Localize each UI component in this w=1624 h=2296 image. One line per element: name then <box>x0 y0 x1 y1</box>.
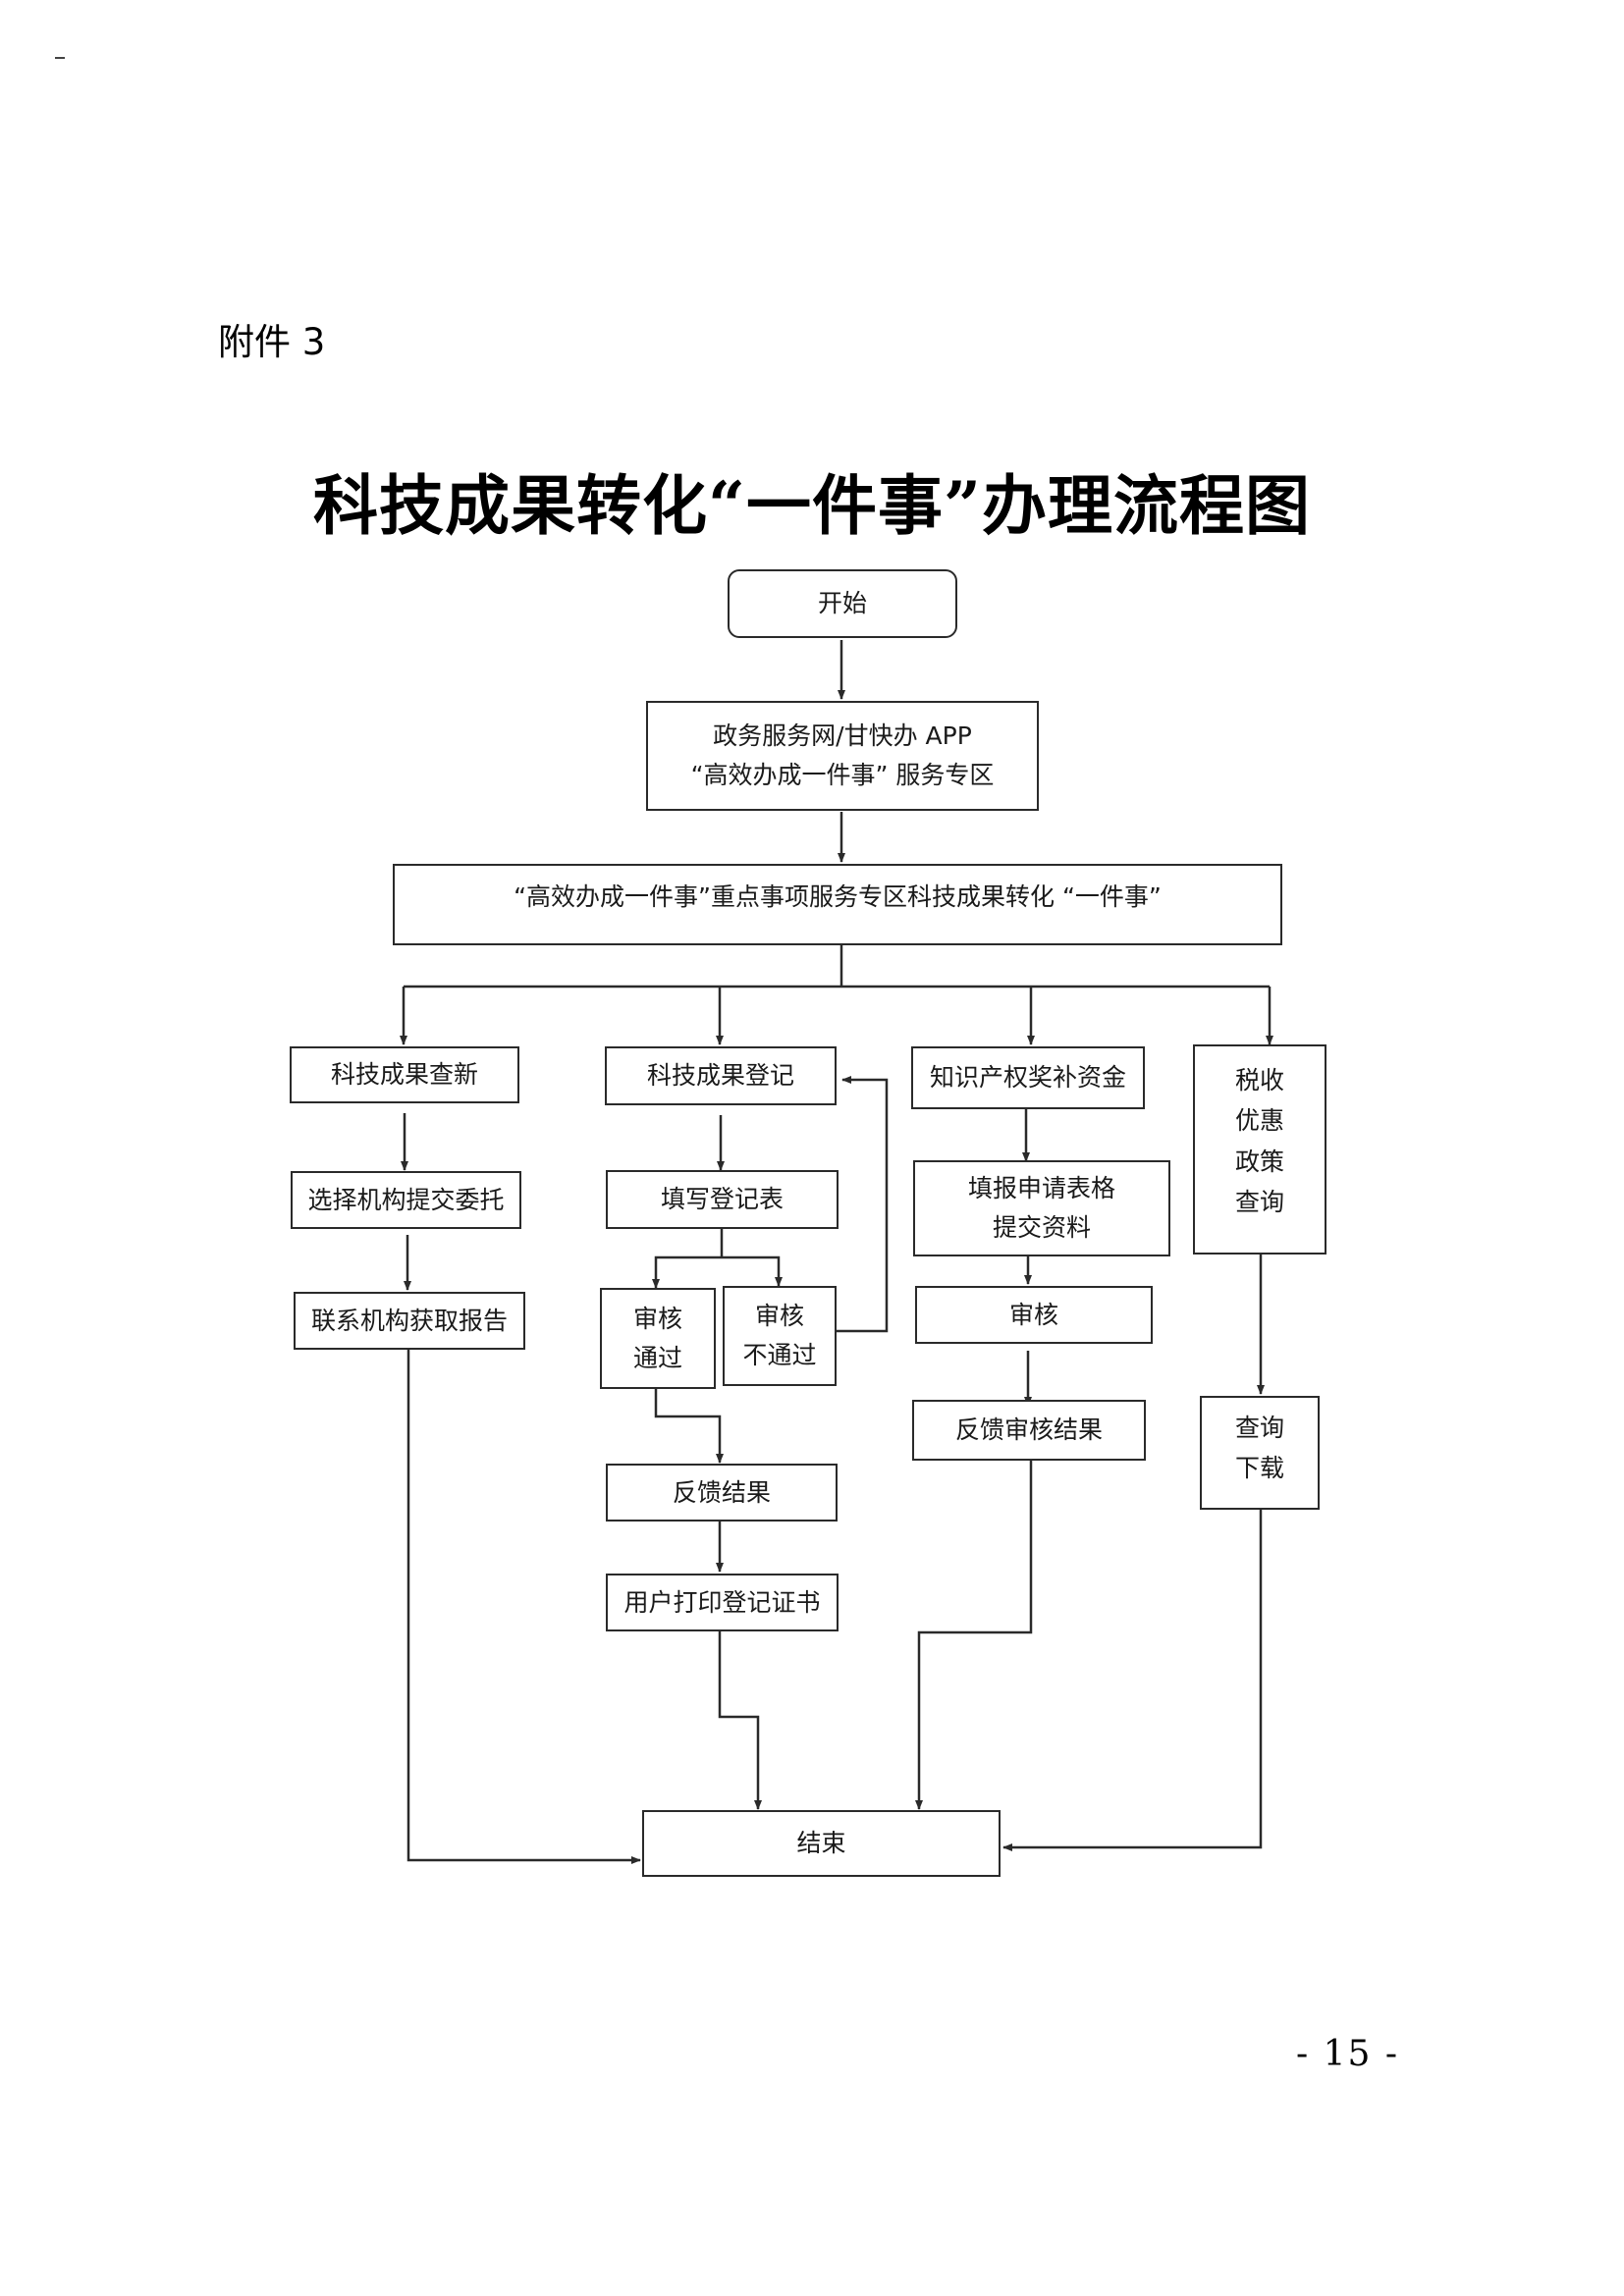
end-node: 结束 <box>642 1810 1001 1877</box>
feedback-result-node: 反馈结果 <box>606 1464 838 1522</box>
arrow-novelty-to-end <box>406 1350 641 1864</box>
ip-review-node: 审核 <box>915 1286 1153 1344</box>
arrow-split-pass <box>652 1255 722 1289</box>
ip-subsidy-node: 知识产权奖补资金 <box>911 1046 1145 1109</box>
submit-application-node: 填报申请表格 提交资料 <box>913 1160 1170 1256</box>
review-fail-node: 审核 不通过 <box>723 1286 837 1386</box>
arrow-pass-to-feedback <box>654 1379 724 1464</box>
query-download-node: 查询 下载 <box>1200 1396 1320 1510</box>
select-agency-node: 选择机构提交委托 <box>291 1171 521 1229</box>
registration-node: 科技成果登记 <box>605 1046 837 1105</box>
tax-policy-node: 税收 优惠 政策 查询 <box>1193 1044 1326 1255</box>
header-mark <box>55 57 65 59</box>
arrow-tax-to-end <box>1002 1504 1263 1851</box>
attachment-label: 附件 3 <box>218 321 326 363</box>
portal-node: 政务服务网/甘快办 APP “高效办成一件事” 服务专区 <box>646 701 1039 811</box>
page-number: - 15 - <box>1296 2034 1400 2074</box>
arrow-split-fail <box>722 1255 783 1287</box>
arrow-print-to-end <box>718 1629 762 1810</box>
get-report-node: 联系机构获取报告 <box>294 1292 525 1350</box>
page-title: 科技成果转化“一件事”办理流程图 <box>313 467 1311 544</box>
review-pass-node: 审核 通过 <box>600 1288 716 1389</box>
novelty-search-node: 科技成果查新 <box>290 1046 519 1103</box>
start-node: 开始 <box>728 569 957 638</box>
service-zone-node: “高效办成一件事”重点事项服务专区科技成果转化 “一件事” <box>393 864 1282 945</box>
ip-feedback-node: 反馈审核结果 <box>912 1400 1146 1461</box>
print-certificate-node: 用户打印登记证书 <box>606 1574 839 1631</box>
fill-form-node: 填写登记表 <box>606 1170 839 1229</box>
arrow-ip-to-end <box>915 1461 1033 1810</box>
arrow-fail-loopback <box>835 1076 889 1333</box>
